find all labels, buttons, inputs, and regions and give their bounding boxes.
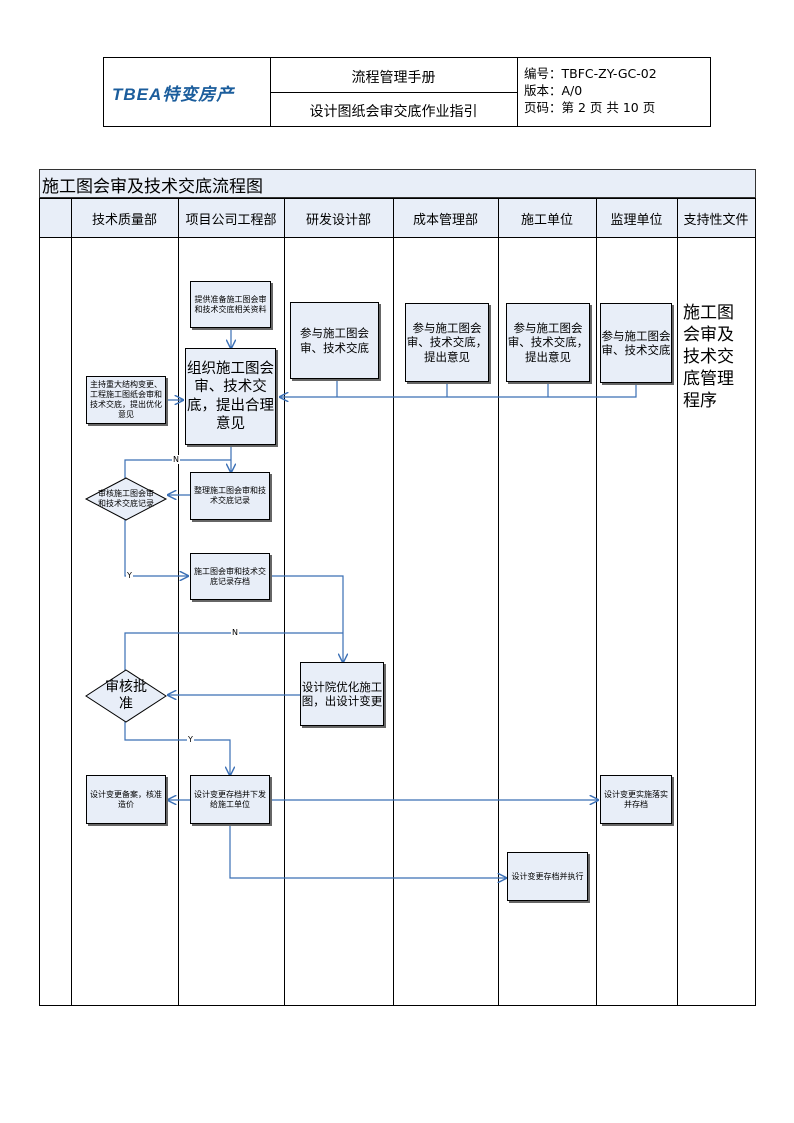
document-code: 编号：TBFC-ZY-GC-02 (524, 66, 657, 81)
decision-approve: 审核批准 (105, 679, 147, 712)
supporting-document: 施工图会审及技术交底管理程序 (683, 303, 734, 411)
document-title: 设计图纸会审交底作业指引 (309, 104, 478, 120)
lane-header-blank (40, 199, 71, 237)
lane-divider (393, 198, 394, 1006)
step-change-archive-issue: 设计变更存档并下发给施工单位 (190, 775, 270, 824)
decision-approve-shape (85, 669, 167, 723)
lane-divider (284, 198, 285, 1006)
label-yes: Y (126, 571, 133, 580)
lane-header-rd: 研发设计部 (284, 199, 393, 237)
step-change-execute: 设计变更存档并执行 (507, 852, 588, 901)
page-number: 页码：第 2 页 共 10 页 (524, 100, 656, 115)
lane-header-divider (39, 237, 756, 238)
step-supervision-participate: 参与施工图会审、技术交底 (600, 303, 672, 383)
lane-divider (677, 198, 678, 1006)
label-yes: Y (187, 735, 194, 744)
lane-divider (178, 198, 179, 1006)
document-version: 版本：A/0 (524, 83, 583, 98)
flowchart-title: 施工图会审及技术交底流程图 (42, 177, 263, 197)
lane-header-construction: 施工单位 (498, 199, 596, 237)
step-cost-participate: 参与施工图会审、技术交底，提出意见 (405, 303, 489, 382)
lane-header-cost: 成本管理部 (393, 199, 498, 237)
lane-header-quality: 技术质量部 (71, 199, 178, 237)
step-quality-host: 主持重大结构变更、工程施工图纸会审和技术交底，提出优化意见 (86, 376, 166, 424)
flowchart-frame (39, 198, 756, 1006)
step-construction-participate: 参与施工图会审、技术交底，提出意见 (506, 303, 590, 382)
step-change-file: 设计变更备案，核准造价 (86, 775, 166, 824)
meta-cell: 编号：TBFC-ZY-GC-02 版本：A/0 页码：第 2 页 共 10 页 (518, 58, 710, 126)
step-organize-review: 组织施工图会审、技术交底，提出合理意见 (185, 348, 276, 445)
lane-header-supervision: 监理单位 (596, 199, 677, 237)
lane-divider (596, 198, 597, 1006)
label-no: N (172, 455, 180, 464)
lane-header-support: 支持性文件 (677, 199, 755, 237)
lane-divider (71, 198, 72, 1006)
step-change-implement: 设计变更实施落实并存档 (600, 775, 672, 824)
lane-header-engineering: 项目公司工程部 (178, 199, 284, 237)
lane-divider (498, 198, 499, 1006)
manual-title: 流程管理手册 (351, 70, 436, 86)
flowchart-title-bar (39, 169, 756, 198)
decision-review-record: 审核施工图会审和技术交底记录 (98, 489, 154, 508)
title-cell: 流程管理手册 设计图纸会审交底作业指引 (270, 58, 518, 126)
step-rd-participate: 参与施工图会审、技术交底 (290, 302, 379, 379)
label-no: N (231, 628, 239, 637)
step-compile-record: 整理施工图会审和技术交底记录 (190, 472, 270, 520)
step-prepare-materials: 提供准备施工图会审和技术交底相关资料 (190, 281, 271, 328)
step-archive-record: 施工图会审和技术交底记录存档 (190, 553, 270, 600)
company-logo: TBEA特变房产 (112, 85, 235, 104)
step-design-optimize: 设计院优化施工图，出设计变更 (300, 662, 384, 726)
decision-review-record-shape (84, 477, 168, 521)
document-header: TBEA特变房产 流程管理手册 设计图纸会审交底作业指引 编号：TBFC-ZY-… (103, 57, 711, 127)
